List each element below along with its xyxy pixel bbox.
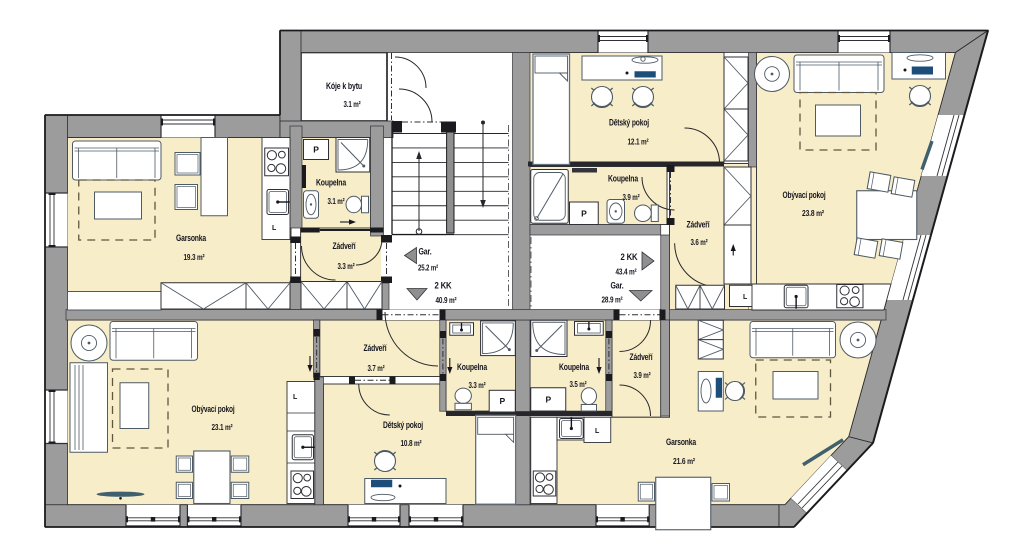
svg-text:Koupelna: Koupelna [316,178,347,188]
svg-text:23.1 m²: 23.1 m² [212,422,233,432]
svg-text:L: L [272,225,277,232]
svg-text:3.1 m²: 3.1 m² [328,196,345,206]
svg-text:23.8 m²: 23.8 m² [802,208,824,218]
svg-text:25.2 m²: 25.2 m² [418,263,438,273]
svg-text:19.3 m²: 19.3 m² [184,252,205,262]
svg-text:Dětský pokoj: Dětský pokoj [609,118,649,128]
svg-text:Garsonka: Garsonka [666,437,697,447]
svg-text:Koupelna: Koupelna [457,362,488,372]
svg-text:L: L [595,428,600,435]
svg-text:Gar.: Gar. [611,281,624,291]
svg-text:12.1 m²: 12.1 m² [628,137,649,147]
svg-text:3.6 m²: 3.6 m² [691,237,708,247]
svg-text:10.8 m²: 10.8 m² [401,438,422,448]
svg-text:Obývací pokoj: Obývací pokoj [192,404,235,414]
svg-text:3.3 m²: 3.3 m² [469,380,486,390]
svg-text:L: L [743,294,748,301]
svg-text:3.7 m²: 3.7 m² [368,363,385,373]
svg-text:43.4 m²: 43.4 m² [616,267,637,277]
svg-text:3.9 m²: 3.9 m² [634,370,651,380]
svg-text:P: P [313,145,319,155]
svg-text:3.5 m²: 3.5 m² [570,379,587,389]
svg-text:Koupelna: Koupelna [559,362,590,372]
svg-text:Obývací pokoj: Obývací pokoj [783,190,826,200]
svg-text:Zádveří: Zádveří [364,343,388,353]
svg-text:P: P [546,394,552,404]
svg-text:3.9 m²: 3.9 m² [623,192,640,202]
svg-text:40.9 m²: 40.9 m² [436,295,457,305]
svg-text:Gar.: Gar. [419,246,432,256]
svg-text:Garsonka: Garsonka [176,233,207,243]
svg-text:2 KK: 2 KK [621,252,639,262]
svg-text:Dětský pokoj: Dětský pokoj [383,420,423,430]
svg-text:P: P [500,396,506,406]
svg-text:Koupelna: Koupelna [608,174,639,184]
svg-text:3.1 m²: 3.1 m² [344,99,361,109]
svg-text:3.3 m²: 3.3 m² [338,261,355,271]
svg-text:Zádveří: Zádveří [687,220,711,230]
svg-text:P: P [581,208,587,218]
svg-text:Kóje k bytu: Kóje k bytu [326,81,362,91]
svg-text:2 KK: 2 KK [435,281,453,291]
svg-text:Zádveří: Zádveří [630,352,654,362]
svg-text:L: L [293,394,298,401]
svg-text:21.6 m²: 21.6 m² [673,456,695,466]
svg-text:28.9 m²: 28.9 m² [602,295,623,305]
svg-text:Zádveří: Zádveří [333,241,357,251]
